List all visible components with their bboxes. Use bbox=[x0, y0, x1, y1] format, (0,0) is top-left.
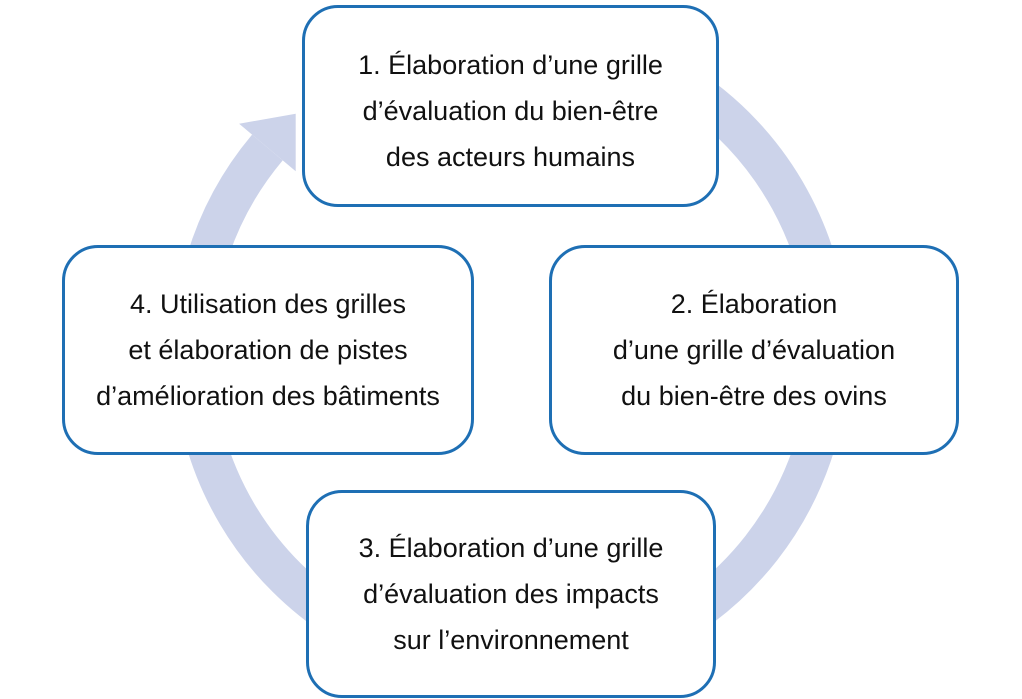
step-4-box: 4. Utilisation des grilles et élaboratio… bbox=[62, 245, 474, 455]
step-4-line-3: d’amélioration des bâtiments bbox=[96, 381, 440, 411]
step-1-line-2: d’évaluation du bien-être bbox=[362, 96, 659, 126]
step-4-line-1: 4. Utilisation des grilles bbox=[129, 289, 407, 319]
step-2-line-3: du bien-être des ovins bbox=[621, 381, 887, 411]
step-2-line-2: d’une grille d’évaluation bbox=[612, 335, 896, 365]
step-4-line-2: et élaboration de pistes bbox=[128, 335, 408, 365]
step-2-box: 2. Élaboration d’une grille d’évaluation… bbox=[549, 245, 959, 455]
step-3-line-2: d’évaluation des impacts bbox=[363, 579, 659, 609]
step-1-line-3: des acteurs humains bbox=[385, 142, 636, 172]
cycle-arrow-head-icon bbox=[239, 113, 296, 172]
step-3-box: 3. Élaboration d’une grille d’évaluation… bbox=[306, 490, 716, 698]
step-1-box: 1. Élaboration d’une grille d’évaluation… bbox=[302, 5, 719, 207]
step-1-line-1: 1. Élaboration d’une grille bbox=[358, 50, 663, 80]
step-3-line-1: 3. Élaboration d’une grille bbox=[358, 533, 664, 563]
step-2-line-1: 2. Élaboration bbox=[670, 289, 838, 319]
step-3-line-3: sur l’environnement bbox=[393, 625, 629, 655]
